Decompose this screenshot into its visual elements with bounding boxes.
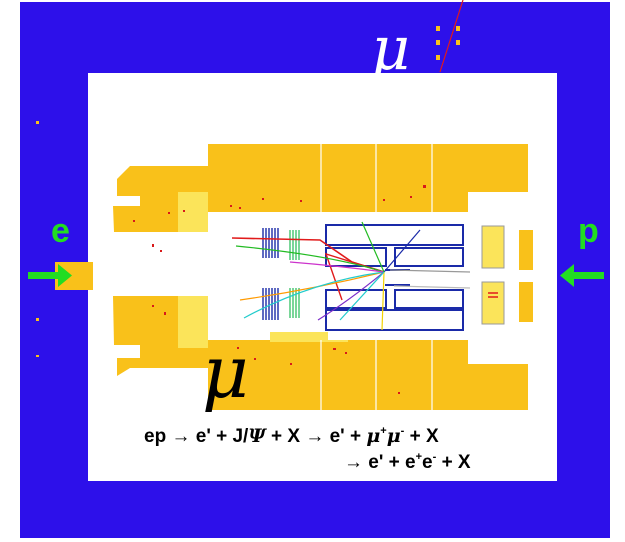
forward-muon-chambers bbox=[289, 230, 300, 318]
track-cyan-2 bbox=[339, 271, 385, 321]
outer-muon-frame bbox=[20, 2, 610, 538]
muon-hit bbox=[36, 121, 39, 124]
track-green bbox=[235, 245, 385, 273]
calorimeter-hits bbox=[133, 185, 426, 394]
particle-tracks bbox=[231, 221, 471, 331]
track-grey-2 bbox=[393, 285, 471, 289]
track-green-2 bbox=[361, 221, 385, 273]
electron-beam-label: e bbox=[51, 212, 70, 250]
muon-hit bbox=[456, 40, 460, 45]
track-yellow bbox=[381, 271, 385, 331]
proton-beam-label: p bbox=[578, 212, 599, 250]
muon-hit bbox=[36, 318, 39, 321]
plug-calorimeter bbox=[481, 225, 533, 325]
track-cyan bbox=[243, 271, 385, 319]
track-purple bbox=[317, 271, 385, 321]
reaction-line-2: → e' + e+e- + X bbox=[344, 451, 471, 474]
electron-beam-arrow bbox=[28, 264, 72, 287]
muon-hit bbox=[456, 26, 460, 31]
muon-label-bottom: μ bbox=[202, 330, 249, 414]
track-orange bbox=[239, 271, 385, 301]
muon-hit bbox=[436, 40, 440, 45]
muon-hit bbox=[36, 355, 39, 357]
reaction-line-1: ep → e' + J/Ψ + X → e' + μ+μ- + X bbox=[144, 425, 439, 447]
muon-track-top bbox=[439, 0, 464, 73]
proton-beam-arrow bbox=[560, 264, 604, 287]
calorimeter bbox=[55, 144, 528, 410]
track-blue bbox=[383, 229, 421, 273]
muon-label-top: μ bbox=[371, 14, 410, 84]
track-magenta bbox=[289, 261, 385, 273]
track-grey bbox=[389, 269, 471, 273]
muon-hit bbox=[436, 55, 440, 60]
calorimeter-segments bbox=[320, 144, 433, 410]
muon-hit bbox=[436, 26, 440, 31]
